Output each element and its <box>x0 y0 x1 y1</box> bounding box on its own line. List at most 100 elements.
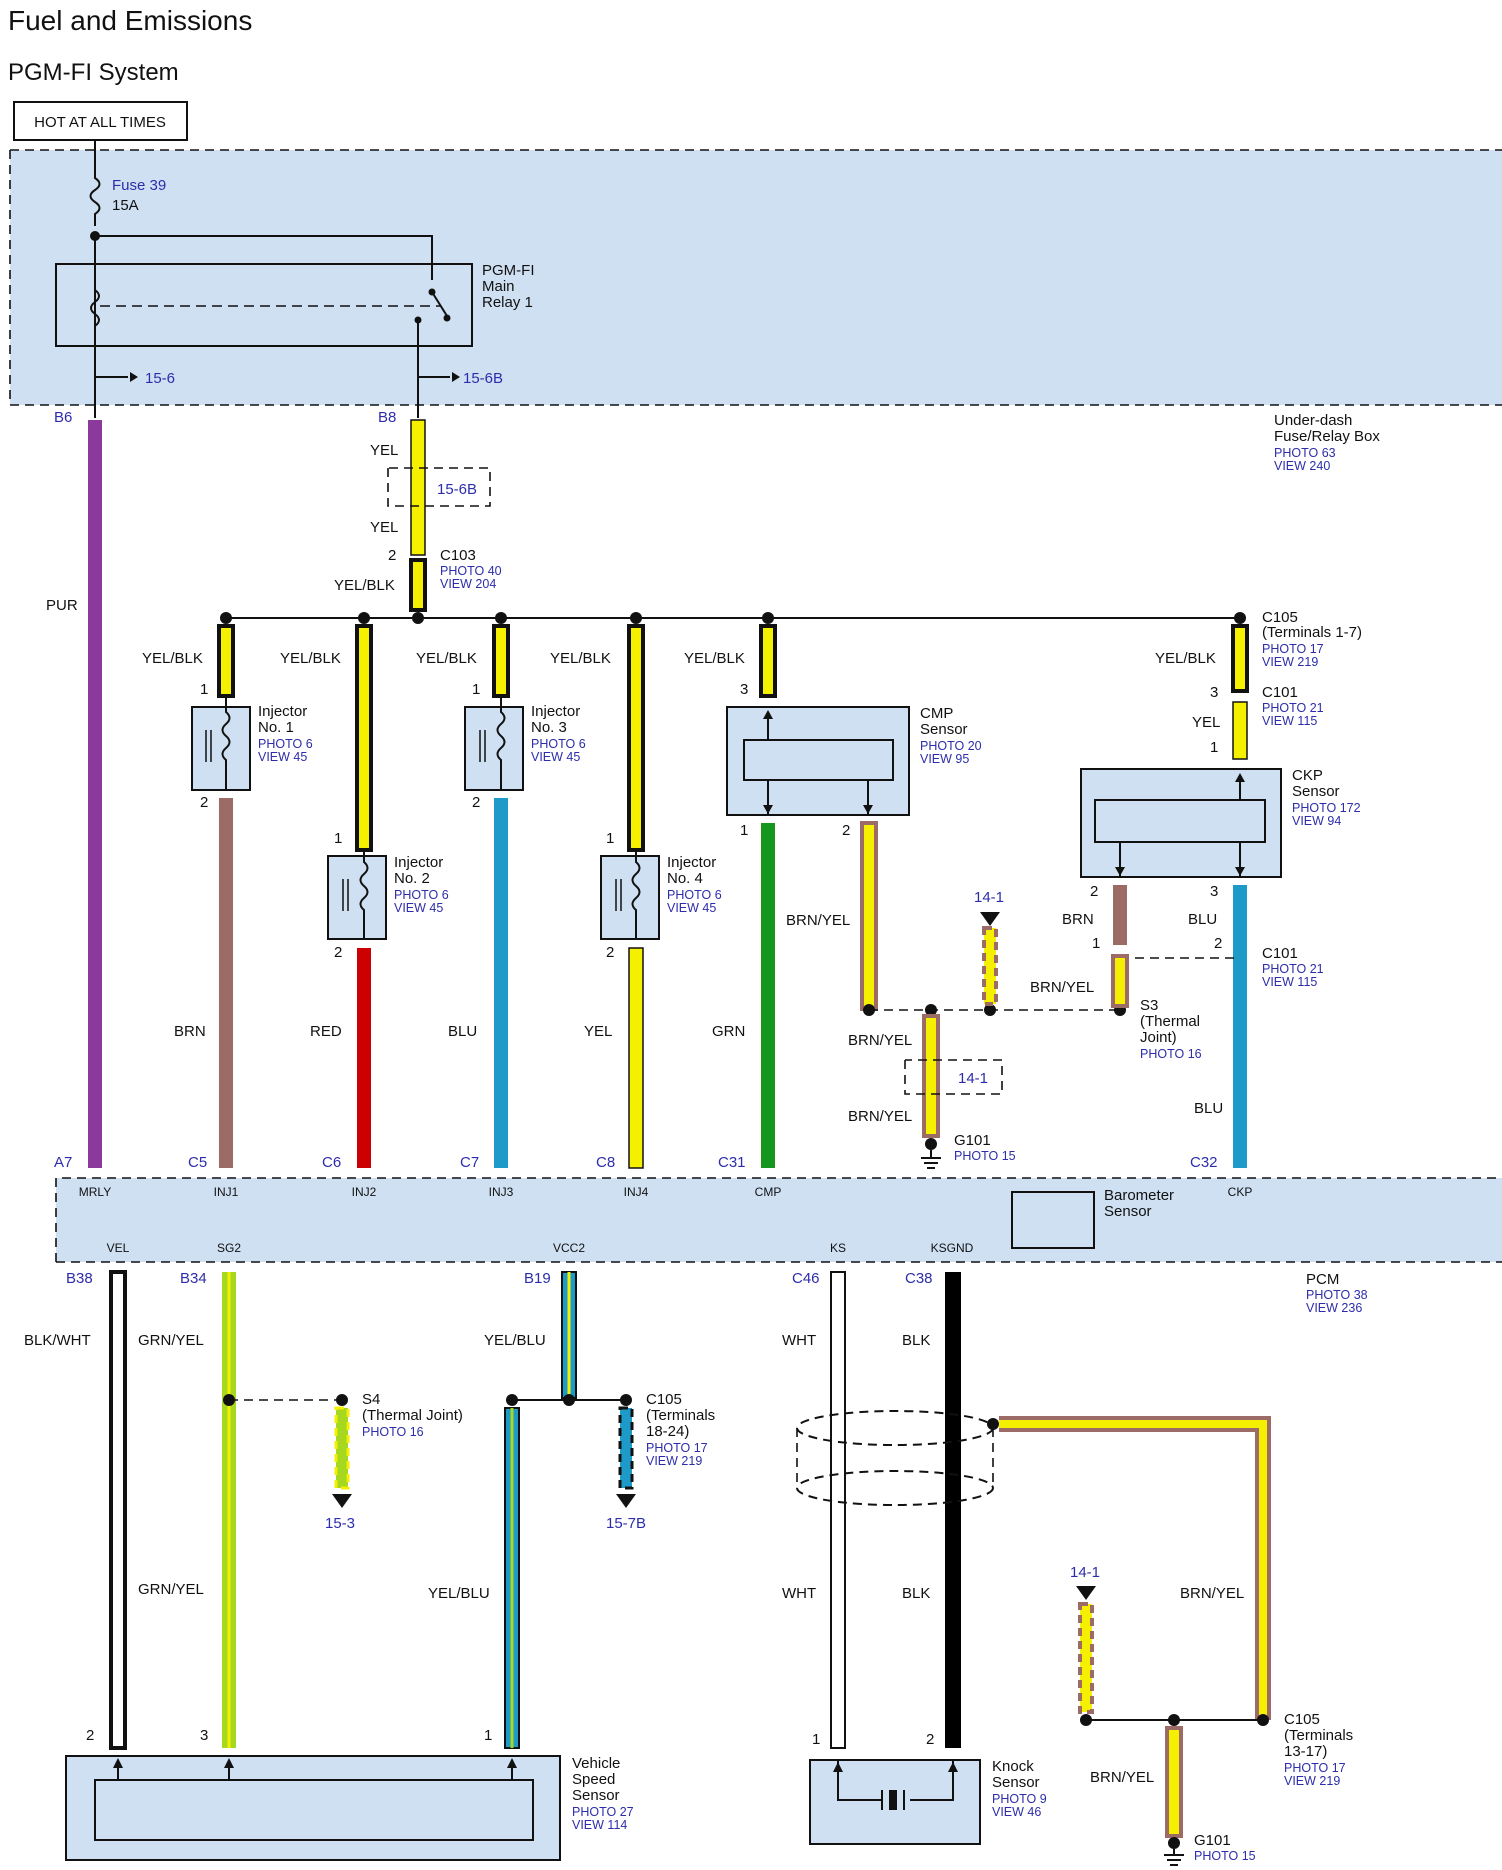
injector-2-photo[interactable]: PHOTO 6 <box>394 888 449 902</box>
s3-label-1: S3 <box>1140 997 1158 1014</box>
cmp-photo[interactable]: PHOTO 20 <box>920 739 982 753</box>
c101-top-view[interactable]: VIEW 115 <box>1262 714 1317 728</box>
vss-photo[interactable]: PHOTO 27 <box>572 1805 634 1819</box>
ckp-photo[interactable]: PHOTO 172 <box>1292 801 1361 815</box>
wire-label-yel-mid: YEL <box>370 519 398 536</box>
wire-label-yelblk-3: YEL/BLK <box>416 650 477 667</box>
brnyel-wire-14-1-a <box>982 926 998 1006</box>
wire-label-yel-ckp: YEL <box>1192 714 1220 731</box>
g101-top-photo[interactable]: PHOTO 15 <box>954 1149 1016 1163</box>
c103-view[interactable]: VIEW 204 <box>440 577 496 591</box>
ckp-arrow-down-2 <box>1235 867 1245 876</box>
injector-1-label-1: Injector <box>258 703 307 720</box>
s4-dot <box>336 1394 348 1406</box>
ref-14-1-a[interactable]: 14-1 <box>974 889 1004 906</box>
injector-3-box <box>464 706 524 791</box>
ref-14-1-b[interactable]: 14-1 <box>958 1070 988 1087</box>
c105-mid-view[interactable]: VIEW 219 <box>646 1454 702 1468</box>
injector-4-photo[interactable]: PHOTO 6 <box>667 888 722 902</box>
c105-top-view[interactable]: VIEW 219 <box>1262 655 1318 669</box>
g101-bot-photo[interactable]: PHOTO 15 <box>1194 1849 1256 1863</box>
knock-photo[interactable]: PHOTO 9 <box>992 1792 1047 1806</box>
ref-15-6b[interactable]: 15-6B <box>463 370 503 387</box>
yel-wire-b8 <box>410 419 426 556</box>
pcm-term-inj3: INJ3 <box>489 1185 514 1199</box>
knock-view[interactable]: VIEW 46 <box>992 1805 1041 1819</box>
wire-label-pur: PUR <box>46 597 78 614</box>
wire-label-yelblk-1: YEL/BLK <box>142 650 203 667</box>
brnyel-wire-shield-inner <box>999 1420 1267 1720</box>
c105-low-view[interactable]: VIEW 219 <box>1284 1774 1340 1788</box>
wht-wire-knock <box>830 1271 846 1749</box>
pcm-term-cmp: CMP <box>755 1185 782 1199</box>
wire-label-brn-ckp: BRN <box>1062 911 1094 928</box>
c101-top-photo[interactable]: PHOTO 21 <box>1262 701 1324 715</box>
wire-label-brnyel-j2: BRN/YEL <box>848 1108 912 1125</box>
injector-3-photo[interactable]: PHOTO 6 <box>531 737 586 751</box>
s3-photo[interactable]: PHOTO 16 <box>1140 1047 1202 1061</box>
ckp-sensor-element <box>1094 799 1266 843</box>
injector-2-pin-bot: 2 <box>334 944 342 961</box>
wire-label-yelblk-c103: YEL/BLK <box>334 577 395 594</box>
underdash-label-2: Fuse/Relay Box <box>1274 428 1380 445</box>
s4-photo[interactable]: PHOTO 16 <box>362 1425 424 1439</box>
injector-4-view[interactable]: VIEW 45 <box>667 901 716 915</box>
red-wire-inj2 <box>357 948 371 1168</box>
c101-mid-view[interactable]: VIEW 115 <box>1262 975 1317 989</box>
ckp-view[interactable]: VIEW 94 <box>1292 814 1341 828</box>
injector-2-view[interactable]: VIEW 45 <box>394 901 443 915</box>
c101-mid-name: C101 <box>1262 945 1298 962</box>
pcm-term-vcc2: VCC2 <box>553 1241 585 1255</box>
c105-mid-photo[interactable]: PHOTO 17 <box>646 1441 708 1455</box>
injector-1-view[interactable]: VIEW 45 <box>258 750 307 764</box>
bus-dot-inj3 <box>495 612 507 624</box>
pcm-term-mrly: MRLY <box>79 1185 111 1199</box>
underdash-view[interactable]: VIEW 240 <box>1274 459 1330 473</box>
page-subtitle: PGM-FI System <box>8 59 179 86</box>
c101-mid-photo[interactable]: PHOTO 21 <box>1262 962 1324 976</box>
wire-label-brnyel-j1: BRN/YEL <box>848 1032 912 1049</box>
injector-4-box <box>600 855 660 940</box>
pcm-term-inj1: INJ1 <box>214 1185 239 1199</box>
relay-output-wires <box>94 346 419 418</box>
injector-1-photo[interactable]: PHOTO 6 <box>258 737 313 751</box>
ckp-pin-3: 3 <box>1210 883 1218 900</box>
ref-15-7b[interactable]: 15-7B <box>606 1515 646 1532</box>
ref-14-1-c[interactable]: 14-1 <box>1070 1564 1100 1581</box>
pin-c6: C6 <box>322 1154 341 1171</box>
c105-low-photo[interactable]: PHOTO 17 <box>1284 1761 1346 1775</box>
yelblu-dot-mid <box>563 1394 575 1406</box>
pur-wire <box>88 420 102 1168</box>
brnyel-wire-s3 <box>1111 954 1129 1008</box>
underdash-photo[interactable]: PHOTO 63 <box>1274 446 1336 460</box>
cmp-view[interactable]: VIEW 95 <box>920 752 969 766</box>
injector-3-view[interactable]: VIEW 45 <box>531 750 580 764</box>
injector-2-box <box>327 855 387 940</box>
ref-15-7b-arrow <box>616 1494 636 1508</box>
vss-pin-2: 2 <box>86 1727 94 1744</box>
c105-mid-line-2: 18-24) <box>646 1423 689 1440</box>
injector-1-pin-bot: 2 <box>200 794 208 811</box>
relay-switch-icon <box>417 291 448 346</box>
relay-inner-wires <box>94 255 433 346</box>
c105-top-photo[interactable]: PHOTO 17 <box>1262 642 1324 656</box>
pcm-photo[interactable]: PHOTO 38 <box>1306 1288 1368 1302</box>
ref-15-3[interactable]: 15-3 <box>325 1515 355 1532</box>
joint-dot-g101 <box>925 1004 937 1016</box>
brnyel-wire-14-1-c <box>1078 1602 1094 1714</box>
cmp-pin-2: 2 <box>842 822 850 839</box>
yel-wire-inj4 <box>628 947 644 1169</box>
wire-label-yel-top: YEL <box>370 442 398 459</box>
vss-view[interactable]: VIEW 114 <box>572 1818 627 1832</box>
ref-15-6[interactable]: 15-6 <box>145 370 175 387</box>
ckp-label-1: CKP <box>1292 767 1323 784</box>
pcm-view[interactable]: VIEW 236 <box>1306 1301 1362 1315</box>
c103-photo[interactable]: PHOTO 40 <box>440 564 502 578</box>
injector-2-label-2: No. 2 <box>394 870 430 887</box>
pcm-border <box>55 1177 1502 1263</box>
g101-top-name: G101 <box>954 1132 991 1149</box>
ref-15-6b-box-label[interactable]: 15-6B <box>437 481 477 498</box>
bus-dot-c103 <box>412 612 424 624</box>
pcm-term-ksgnd: KSGND <box>931 1241 974 1255</box>
injector-2-core-icon <box>342 879 349 911</box>
